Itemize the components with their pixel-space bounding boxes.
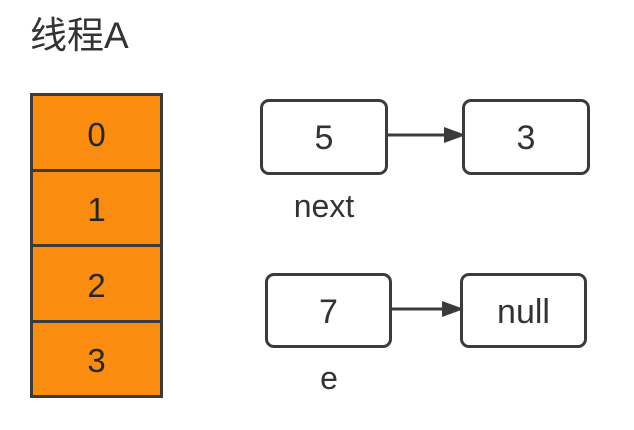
bucket-cell-0: 0 [33, 96, 160, 172]
bucket-index-label: 3 [87, 342, 106, 380]
pointer-caption-e: e [320, 360, 338, 396]
hash-bucket-array: 0 1 2 3 [30, 93, 163, 398]
bucket-index-label: 1 [87, 191, 106, 229]
node-box-next-tail: 3 [462, 99, 590, 175]
node-value-label: 5 [314, 119, 334, 157]
right-arrow-icon [390, 298, 464, 320]
node-box-next-head: 5 [260, 99, 388, 175]
bucket-cell-2: 2 [33, 247, 160, 323]
thread-title: 线程A [30, 15, 129, 56]
linked-list-row-e: 7 null e [265, 273, 587, 403]
pointer-caption-next: next [293, 188, 355, 224]
node-box-e-tail: null [460, 273, 587, 348]
node-value-label: 3 [516, 119, 536, 157]
bucket-cell-3: 3 [33, 322, 160, 395]
node-value-label: 7 [319, 292, 338, 331]
bucket-index-label: 2 [87, 266, 106, 304]
bucket-cell-1: 1 [33, 171, 160, 247]
bucket-index-label: 0 [87, 115, 106, 153]
node-box-e-head: 7 [265, 273, 392, 348]
right-arrow-icon [386, 124, 466, 146]
node-value-label: null [497, 292, 550, 331]
linked-list-row-next: 5 3 next [260, 99, 590, 229]
